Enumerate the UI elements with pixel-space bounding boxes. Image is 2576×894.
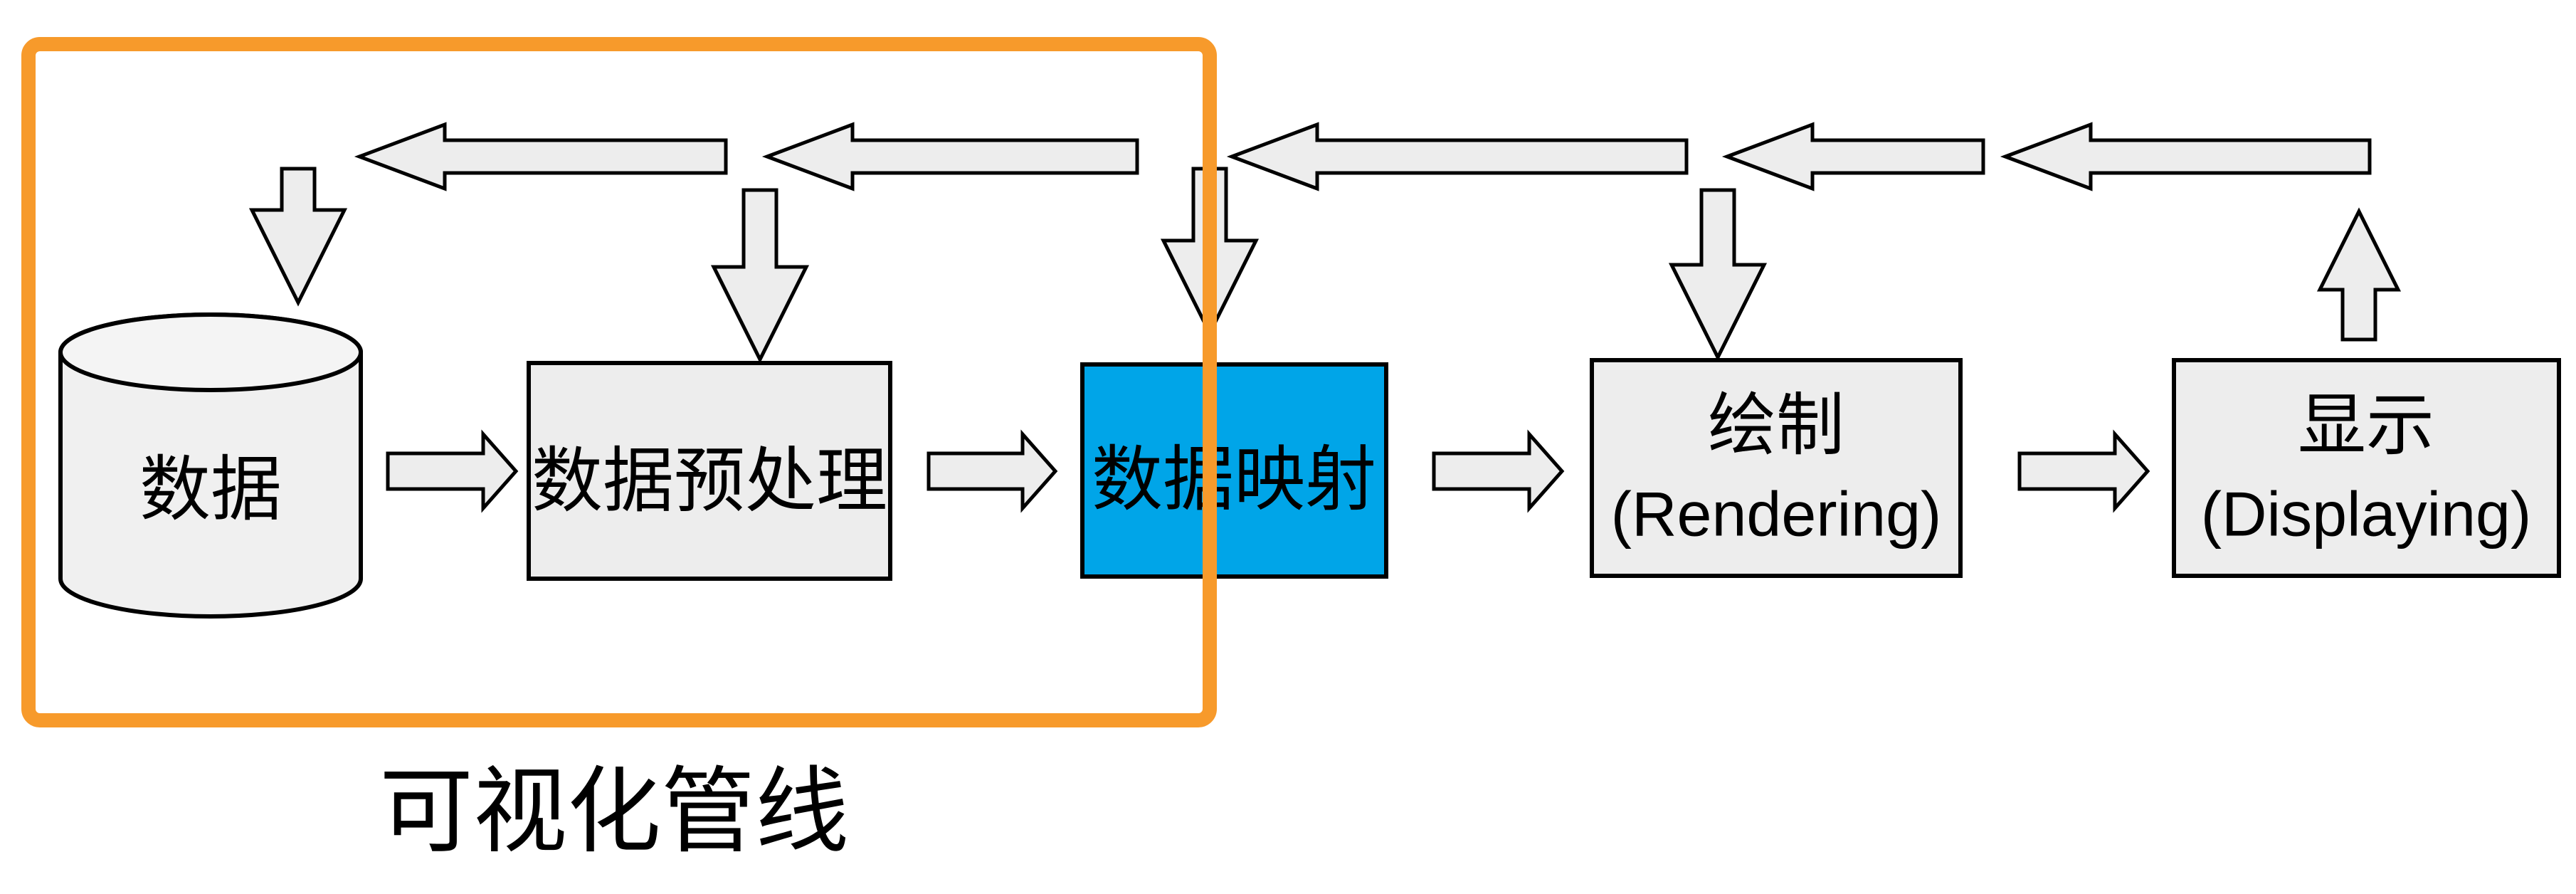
stage-preprocess-box bbox=[527, 361, 892, 581]
stage-rendering-label-zh: 绘制 bbox=[1708, 388, 1844, 464]
feedback-arrow-4 bbox=[1721, 122, 1985, 191]
feedback-arrow-5 bbox=[2000, 122, 2372, 191]
stage-preprocess-label: 数据预处理 bbox=[532, 441, 887, 521]
stage-mapping-box bbox=[1080, 362, 1388, 579]
visualization-pipeline-outline bbox=[21, 37, 1217, 727]
stage-rendering-box bbox=[1590, 358, 1963, 578]
down-arrow-to-preprocess bbox=[710, 188, 810, 364]
feedback-arrow-3 bbox=[1226, 122, 1689, 191]
stage-data-label: 数据 bbox=[139, 450, 282, 530]
flow-arrow-data-to-preprocess bbox=[386, 429, 519, 513]
flow-arrow-mapping-to-rendering bbox=[1432, 429, 1565, 513]
flow-arrow-preprocess-to-mapping bbox=[927, 429, 1058, 513]
pipeline-caption: 可视化管线 bbox=[379, 759, 849, 864]
stage-mapping-label: 数据映射 bbox=[1092, 440, 1376, 520]
up-arrow-from-displaying bbox=[2316, 207, 2402, 342]
stage-rendering-label-en: (Rendering) bbox=[1611, 479, 1942, 549]
feedback-arrow-2 bbox=[761, 122, 1139, 191]
flow-arrow-rendering-to-displaying bbox=[2017, 429, 2150, 513]
stage-data-cylinder-top bbox=[58, 312, 363, 392]
stage-displaying-box bbox=[2172, 358, 2561, 578]
down-arrow-to-data bbox=[248, 167, 348, 307]
stage-displaying-label-en: (Displaying) bbox=[2201, 479, 2532, 549]
down-arrow-to-rendering bbox=[1668, 188, 1768, 362]
feedback-arrow-1 bbox=[354, 122, 728, 191]
stage-displaying-label-zh: 显示 bbox=[2298, 388, 2434, 464]
